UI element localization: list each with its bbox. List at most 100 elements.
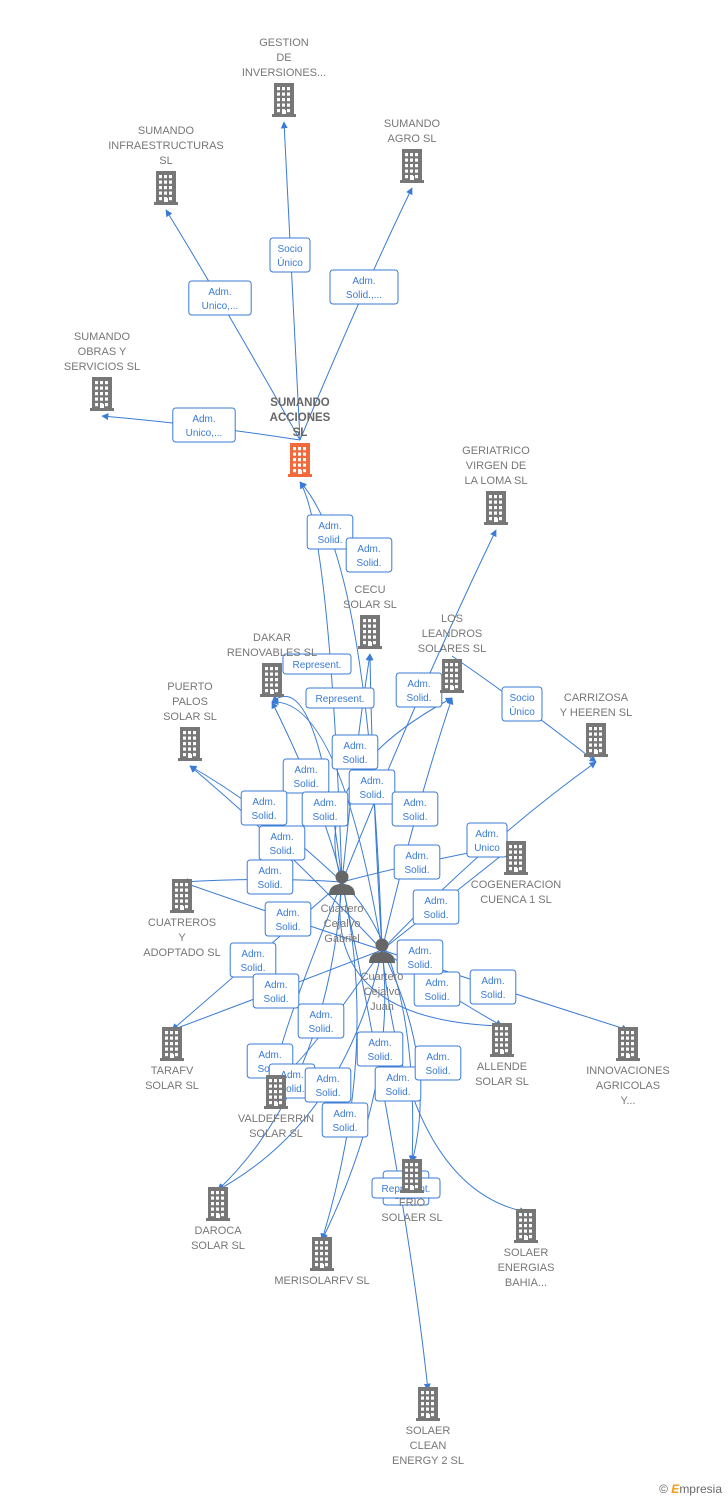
relation-label-acciones-obras[interactable]: Adm.Unico,... xyxy=(172,407,236,443)
node-label: COGENERACION xyxy=(471,879,562,891)
relation-label-juan-leandros[interactable]: Adm.Solid. xyxy=(391,791,439,827)
relation-label-juan-daroca[interactable]: Adm.Solid. xyxy=(321,1102,369,1138)
relation-label-gabriel-leandros[interactable]: Adm.Solid. xyxy=(282,758,330,794)
relation-text: Adm. xyxy=(192,414,215,425)
relation-box xyxy=(501,686,543,722)
relation-box xyxy=(412,889,460,925)
relation-label-juan-cecu[interactable]: Adm.Solid. xyxy=(348,769,396,805)
relation-box xyxy=(396,939,444,975)
relation-label-gabriel-tarafv[interactable]: Adm.Solid. xyxy=(229,942,277,978)
edge-gabriel-allende xyxy=(339,881,503,1030)
relation-label-acciones-agro[interactable]: Adm. Solid.,... xyxy=(329,269,399,305)
relation-text: Solid.,... xyxy=(346,290,382,301)
relation-label-juan-dakar[interactable]: Represent. xyxy=(305,687,375,709)
relation-label-juan-cogeneracion[interactable]: Adm. Solid. xyxy=(412,889,460,925)
node-gestion[interactable]: GESTIONDEINVERSIONES... xyxy=(242,37,326,117)
relation-text: Adm. xyxy=(264,980,287,991)
node-label: SOLARES SL xyxy=(418,643,486,655)
relation-label-gabriel-geriatrico[interactable]: Adm.Solid. xyxy=(395,672,443,708)
relation-label-juan-carrizosa[interactable]: Adm.Unico xyxy=(466,822,508,858)
relation-label-gabriel-cecu[interactable]: Adm.Solid. xyxy=(331,734,379,770)
relation-text: Adm. xyxy=(276,908,299,919)
relation-box xyxy=(345,537,393,573)
node-label: OBRAS Y xyxy=(78,346,127,358)
node-label: CLEAN xyxy=(410,1440,447,1452)
node-label: SUMANDO xyxy=(138,125,195,137)
relation-label-juan-puerto[interactable]: Adm.Solid. xyxy=(258,825,306,861)
node-label: INFRAESTRUCTURAS xyxy=(108,140,224,152)
relation-label-gabriel-acciones[interactable]: Adm.Solid. xyxy=(306,514,354,550)
relation-text: Solid. xyxy=(423,910,448,921)
relation-text: Adm. xyxy=(424,896,447,907)
node-innovaciones[interactable]: INNOVACIONESAGRICOLASY... xyxy=(586,1027,670,1107)
relation-label-layer: SocioÚnicoAdm.Unico,...Adm.Solid.,...Adm… xyxy=(172,237,543,1206)
relation-label-gabriel-cogeneracion[interactable]: Adm.Solid. xyxy=(393,844,441,880)
relation-text: Adm. xyxy=(333,1109,356,1120)
relation-text: Único xyxy=(277,256,303,269)
person-icon xyxy=(335,870,349,884)
relation-box xyxy=(466,822,508,858)
relation-label-gabriel-allende[interactable]: Adm.Solid. xyxy=(297,1003,345,1039)
relation-box xyxy=(356,1031,404,1067)
node-label: Gabriel xyxy=(324,933,359,945)
relation-label-juan-tarafv[interactable]: Adm.Solid. xyxy=(252,973,300,1009)
relation-text: Adm. xyxy=(352,276,375,287)
relation-label-juan-acciones[interactable]: Adm.Solid. xyxy=(345,537,393,573)
relation-label-juan-frio[interactable]: Adm.Solid. xyxy=(414,1045,462,1081)
relation-label-gabriel-frio[interactable]: Adm.Solid. xyxy=(396,939,444,975)
relation-text: Adm. xyxy=(425,978,448,989)
relation-label-gabriel-dakar[interactable]: Represent. xyxy=(282,653,352,675)
relation-label-juan-allende[interactable]: Adm.Solid. xyxy=(413,971,461,1007)
relation-label-acciones-infra[interactable]: Adm.Unico,... xyxy=(188,280,252,316)
relation-text: Unico xyxy=(474,843,500,854)
copyright-symbol: © xyxy=(659,1482,668,1496)
node-label: RENOVABLES SL xyxy=(227,647,317,659)
node-label: SOLAER xyxy=(406,1425,451,1437)
edge-gabriel-merisolar xyxy=(320,881,358,1241)
node-label: SOLAER xyxy=(504,1247,549,1259)
edge-gabriel-frio xyxy=(341,881,416,1163)
relation-label-gabriel-merisolar[interactable]: Adm.Solid. xyxy=(356,1031,404,1067)
relation-text: Solid. xyxy=(404,865,429,876)
relation-text: Adm. xyxy=(407,679,430,690)
node-label: Y xyxy=(178,932,186,944)
relation-text: Socio xyxy=(509,693,534,704)
relation-text: Adm. xyxy=(270,832,293,843)
relation-label-gabriel-puerto[interactable]: Adm.Solid. xyxy=(240,790,288,826)
relation-text: Adm. xyxy=(481,976,504,987)
relation-label-gabriel-dakar[interactable]: Adm.Solid. xyxy=(301,791,349,827)
node-label: SUMANDO xyxy=(270,397,329,409)
relation-label-juan-cuatreros[interactable]: Adm.Solid. xyxy=(264,901,312,937)
node-merisolar[interactable]: MERISOLARFV SL xyxy=(274,1237,370,1287)
relation-label-juan-innovaciones[interactable]: Adm.Solid. xyxy=(469,969,517,1005)
relation-label-juan-merisolar[interactable]: Adm.Solid. xyxy=(374,1066,422,1102)
relation-text: Solid. xyxy=(425,1066,450,1077)
relation-label-gabriel-cuatreros[interactable]: Adm.Solid. xyxy=(246,859,294,895)
node-label: VALDEFERRIN xyxy=(238,1113,314,1125)
relation-label-gabriel-daroca[interactable]: Adm.Solid. xyxy=(304,1067,352,1103)
relation-text: Solid. xyxy=(293,779,318,790)
node-bahia[interactable]: SOLAERENERGIASBAHIA... xyxy=(498,1209,555,1289)
